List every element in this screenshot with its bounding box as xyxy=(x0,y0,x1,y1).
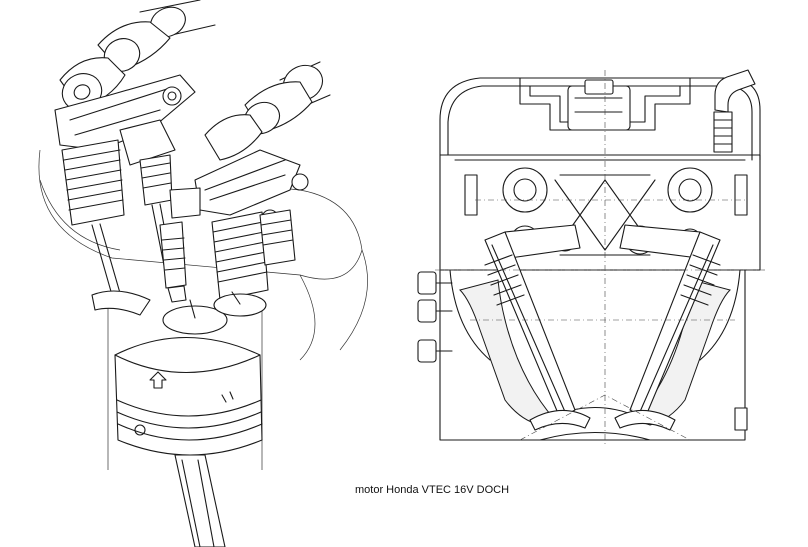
cylinder-head-cross-section xyxy=(418,70,765,445)
valves-cross-section xyxy=(485,232,720,430)
piston xyxy=(115,338,262,456)
valve-heads xyxy=(163,292,266,334)
cam-cover xyxy=(440,70,760,160)
connecting-rod xyxy=(175,455,225,547)
centre-lines xyxy=(435,70,765,445)
head-block xyxy=(440,155,760,270)
cylinder-bore xyxy=(39,150,368,470)
valvetrain-perspective-drawing xyxy=(39,0,368,547)
lower-head-ports xyxy=(418,270,747,440)
exhaust-camshaft xyxy=(205,59,330,160)
spark-plug xyxy=(160,222,186,302)
upper-rocker-arms xyxy=(55,75,195,165)
figure-caption: motor Honda VTEC 16V DOCH xyxy=(355,484,510,496)
exhaust-valve-springs xyxy=(212,210,295,300)
